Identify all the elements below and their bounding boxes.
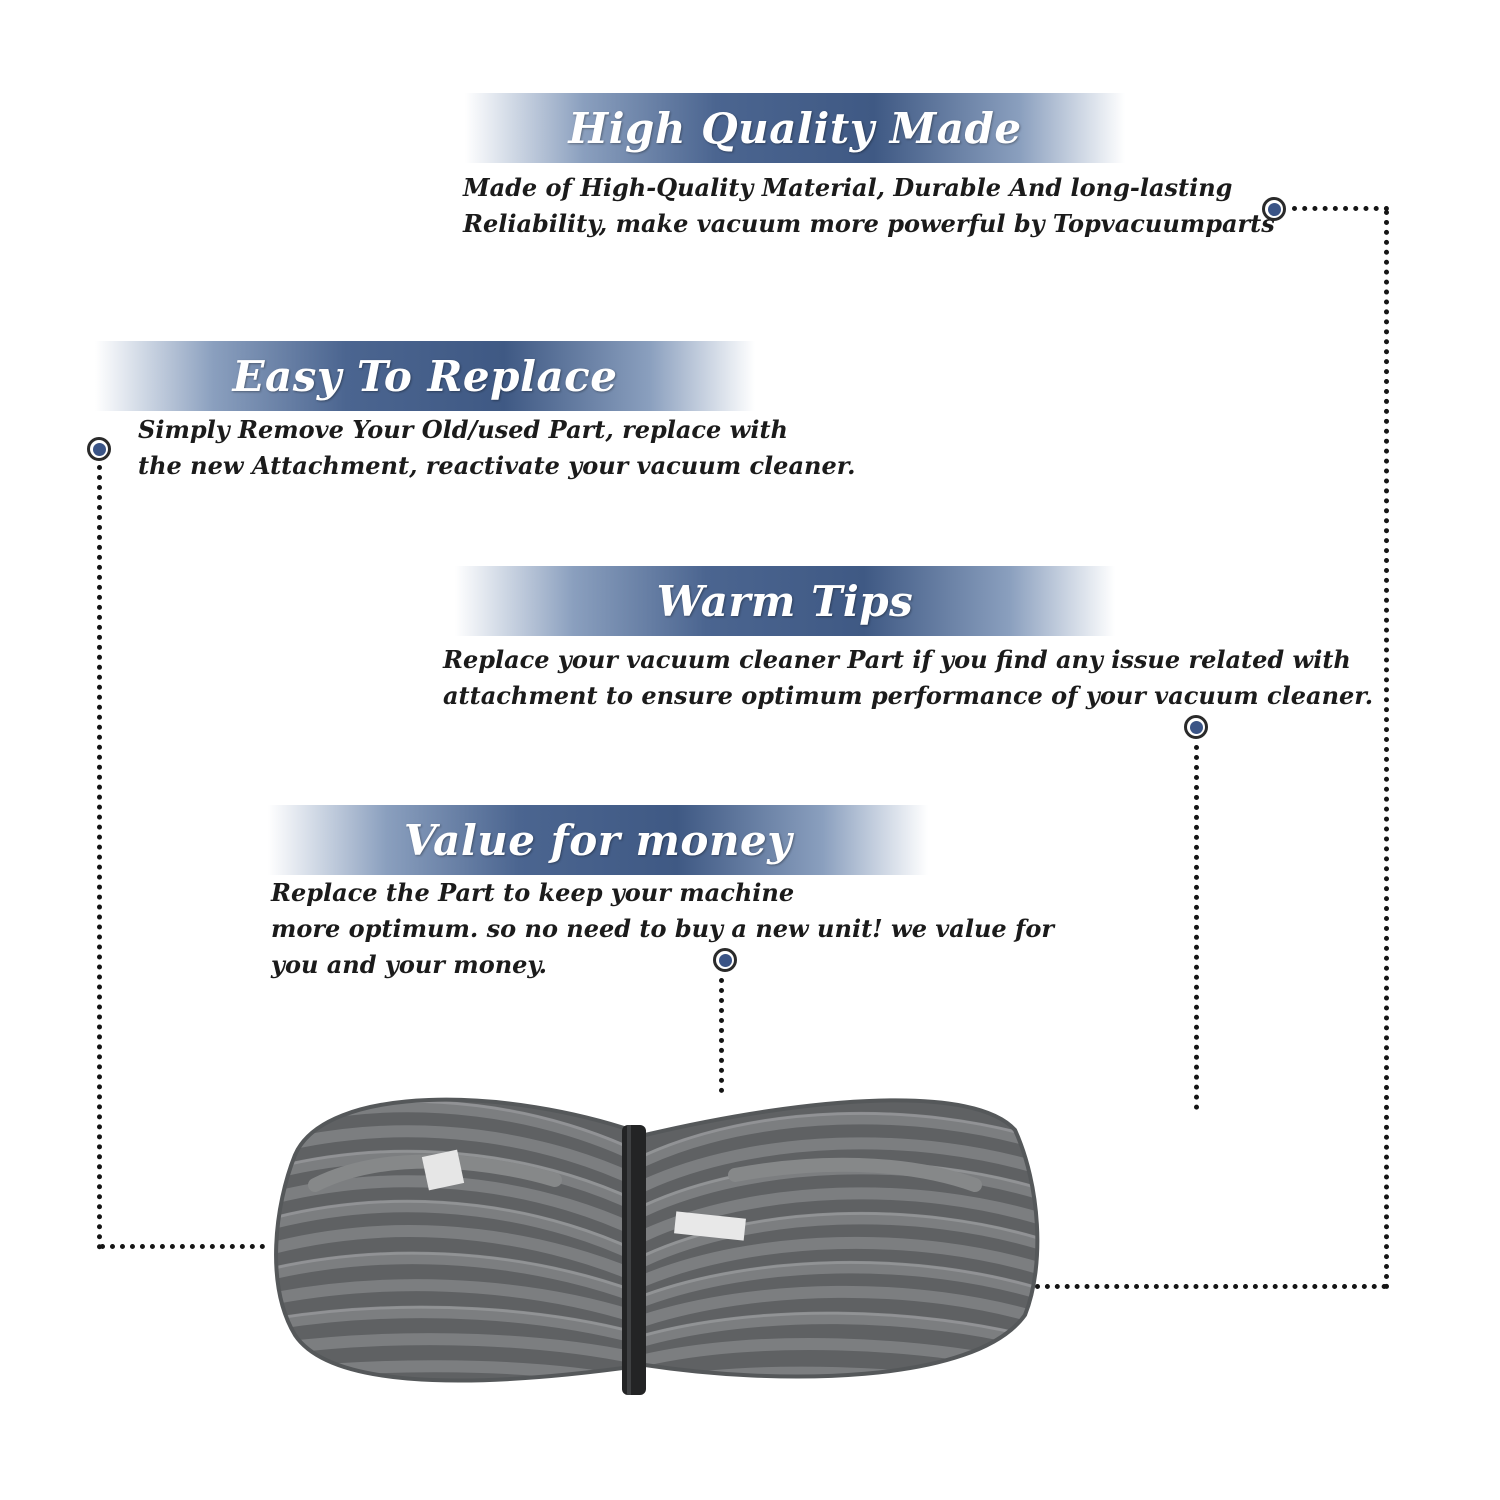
marker-high-quality-icon bbox=[1262, 197, 1286, 221]
title-value-money: Value for money bbox=[403, 815, 793, 865]
connector-warm-tips bbox=[1194, 745, 1199, 1110]
marker-warm-tips-icon bbox=[1184, 715, 1208, 739]
banner-value-money: Value for money bbox=[268, 805, 928, 875]
title-easy-replace: Easy To Replace bbox=[232, 351, 618, 401]
connector-high-quality-right bbox=[1384, 210, 1389, 1290]
connector-easy-replace-bottom bbox=[100, 1244, 265, 1249]
desc-value-money: Replace the Part to keep your machine mo… bbox=[271, 878, 1054, 979]
connector-easy-replace-left bbox=[97, 465, 102, 1250]
title-high-quality: High Quality Made bbox=[568, 103, 1022, 153]
title-warm-tips: Warm Tips bbox=[656, 576, 914, 626]
banner-easy-replace: Easy To Replace bbox=[95, 341, 755, 411]
desc-warm-tips: Replace your vacuum cleaner Part if you … bbox=[443, 645, 1374, 710]
banner-high-quality: High Quality Made bbox=[465, 93, 1125, 163]
desc-high-quality: Made of High-Quality Material, Durable A… bbox=[463, 173, 1275, 238]
connector-high-quality-bottom bbox=[1035, 1284, 1387, 1289]
power-cord-image bbox=[274, 1097, 1040, 1395]
marker-value-money-icon bbox=[713, 948, 737, 972]
connector-value-money bbox=[719, 978, 724, 1093]
banner-warm-tips: Warm Tips bbox=[455, 566, 1115, 636]
marker-easy-replace-icon bbox=[87, 437, 111, 461]
desc-easy-replace: Simply Remove Your Old/used Part, replac… bbox=[138, 415, 856, 480]
connector-high-quality-top bbox=[1292, 206, 1389, 211]
